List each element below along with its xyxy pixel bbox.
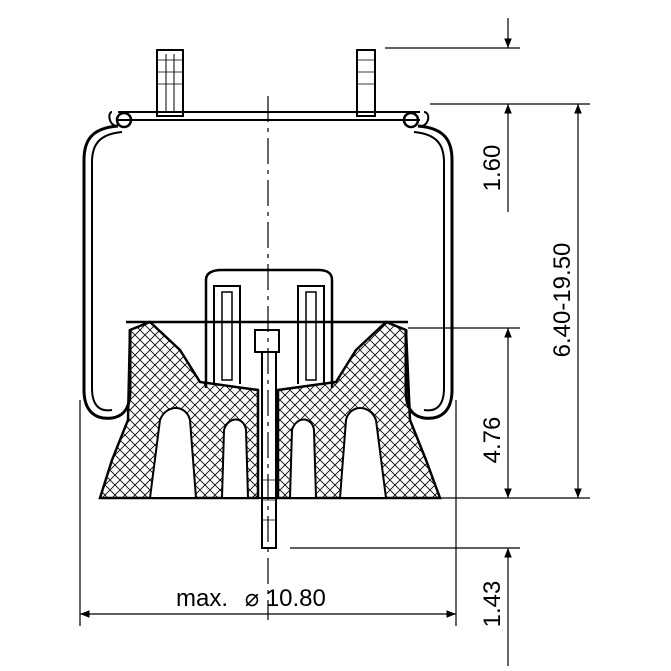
center-bolt <box>254 329 280 549</box>
dim-diameter-prefix: max. <box>176 585 228 612</box>
dim-stud-length: 1.43 <box>479 581 506 628</box>
dim-overall-height: 6.40-19.50 <box>549 243 576 358</box>
dim-diameter-value: 10.80 <box>266 585 326 612</box>
left-stud <box>156 49 184 117</box>
bump-stop <box>204 268 334 388</box>
dim-diameter: max. ⌀ 10.80 <box>176 585 326 612</box>
dim-top-height: 1.60 <box>479 145 506 192</box>
piston <box>98 320 442 500</box>
diameter-symbol-icon: ⌀ <box>245 585 259 612</box>
right-stud <box>356 49 376 117</box>
dim-piston-height: 4.76 <box>479 417 506 464</box>
dimension-lines <box>79 18 590 666</box>
